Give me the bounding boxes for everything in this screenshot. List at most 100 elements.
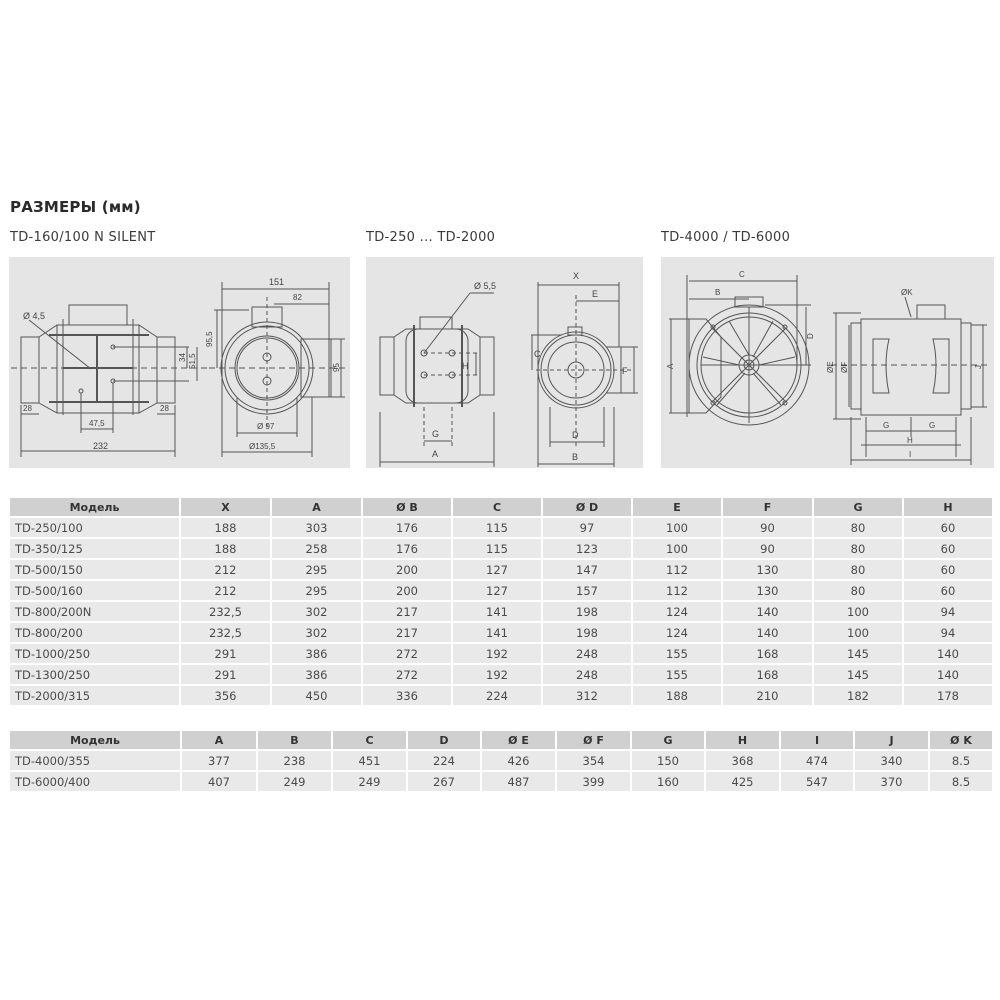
- column-header-e: E: [633, 498, 721, 516]
- dimension-cell: 188: [181, 518, 270, 537]
- dimension-cell: 140: [723, 623, 812, 642]
- dimension-cell: 182: [814, 686, 902, 705]
- column-header-a: A: [272, 498, 361, 516]
- column-header-b: Ø B: [363, 498, 451, 516]
- svg-text:D: D: [806, 333, 815, 339]
- section-label-td160: TD-160/100 N SILENT: [10, 230, 156, 245]
- dimension-cell: 124: [633, 623, 721, 642]
- dimension-cell: 386: [272, 644, 361, 663]
- dimension-cell: 474: [781, 751, 853, 770]
- svg-text:I: I: [909, 450, 911, 459]
- dimension-cell: 302: [272, 602, 361, 621]
- dimension-cell: 291: [181, 644, 270, 663]
- dimension-cell: 547: [781, 772, 853, 791]
- dimension-cell: 94: [904, 623, 992, 642]
- dimension-cell: 140: [904, 644, 992, 663]
- column-header-d: D: [408, 731, 480, 749]
- dimension-cell: 127: [453, 581, 541, 600]
- svg-text:C: C: [534, 349, 541, 359]
- dimension-cell: 450: [272, 686, 361, 705]
- dimension-cell: 60: [904, 581, 992, 600]
- dimension-cell: 336: [363, 686, 451, 705]
- dimension-cell: 188: [633, 686, 721, 705]
- svg-text:J: J: [974, 365, 983, 369]
- dimension-cell: 155: [633, 644, 721, 663]
- dimension-cell: 217: [363, 623, 451, 642]
- svg-text:E: E: [592, 289, 598, 299]
- dimension-cell: 386: [272, 665, 361, 684]
- dimension-cell: 407: [182, 772, 256, 791]
- svg-text:Ø 4,5: Ø 4,5: [23, 311, 45, 321]
- column-header-c: C: [333, 731, 406, 749]
- svg-text:47,5: 47,5: [89, 419, 105, 428]
- dimension-cell: 487: [482, 772, 555, 791]
- dimension-cell: 198: [543, 623, 631, 642]
- dimension-cell: 248: [543, 644, 631, 663]
- dimension-cell: 141: [453, 623, 541, 642]
- column-header-c: C: [453, 498, 541, 516]
- dimension-cell: 90: [723, 518, 812, 537]
- dimension-cell: 150: [632, 751, 704, 770]
- dimension-cell: 356: [181, 686, 270, 705]
- dimension-cell: 198: [543, 602, 631, 621]
- column-header-j: J: [855, 731, 928, 749]
- svg-text:ØF: ØF: [840, 362, 849, 373]
- dimension-cell: 200: [363, 581, 451, 600]
- dimension-cell: 8.5: [930, 751, 992, 770]
- dimension-cell: 123: [543, 539, 631, 558]
- dimension-cell: 60: [904, 560, 992, 579]
- svg-text:51,5: 51,5: [188, 353, 197, 369]
- dimension-cell: 212: [181, 581, 270, 600]
- model-cell: TD-800/200N: [10, 602, 179, 621]
- dimension-cell: 425: [706, 772, 779, 791]
- dimension-cell: 224: [453, 686, 541, 705]
- column-header-a: A: [182, 731, 256, 749]
- dimension-cell: 312: [543, 686, 631, 705]
- dimension-cell: 115: [453, 539, 541, 558]
- model-cell: TD-1000/250: [10, 644, 179, 663]
- column-header-h: H: [706, 731, 779, 749]
- dimension-cell: 258: [272, 539, 361, 558]
- svg-text:H: H: [907, 436, 913, 445]
- column-header-f: F: [723, 498, 812, 516]
- column-header-b: B: [258, 731, 331, 749]
- dimension-cell: 97: [543, 518, 631, 537]
- dimension-cell: 188: [181, 539, 270, 558]
- dimension-cell: 370: [855, 772, 928, 791]
- model-cell: TD-500/150: [10, 560, 179, 579]
- dimension-cell: 248: [543, 665, 631, 684]
- dimension-cell: 303: [272, 518, 361, 537]
- page-title: РАЗМЕРЫ (мм): [10, 198, 141, 216]
- svg-text:D: D: [572, 430, 579, 440]
- dimension-cell: 80: [814, 539, 902, 558]
- svg-text:C: C: [739, 270, 745, 279]
- section-label-td250: TD-250 ... TD-2000: [366, 230, 496, 245]
- dimension-cell: 80: [814, 560, 902, 579]
- dimension-cell: 80: [814, 518, 902, 537]
- dimension-cell: 224: [408, 751, 480, 770]
- dimension-cell: 272: [363, 665, 451, 684]
- column-header-h: H: [904, 498, 992, 516]
- svg-text:G: G: [883, 421, 889, 430]
- model-cell: TD-6000/400: [10, 772, 180, 791]
- dimension-cell: 368: [706, 751, 779, 770]
- svg-text:232: 232: [93, 441, 108, 451]
- column-header-g: G: [814, 498, 902, 516]
- svg-text:B: B: [572, 452, 578, 462]
- dimension-cell: 130: [723, 560, 812, 579]
- dimension-cell: 147: [543, 560, 631, 579]
- dimension-cell: 295: [272, 581, 361, 600]
- dimension-cell: 192: [453, 665, 541, 684]
- svg-text:A: A: [432, 449, 438, 459]
- dimension-cell: 90: [723, 539, 812, 558]
- dimension-cell: 145: [814, 644, 902, 663]
